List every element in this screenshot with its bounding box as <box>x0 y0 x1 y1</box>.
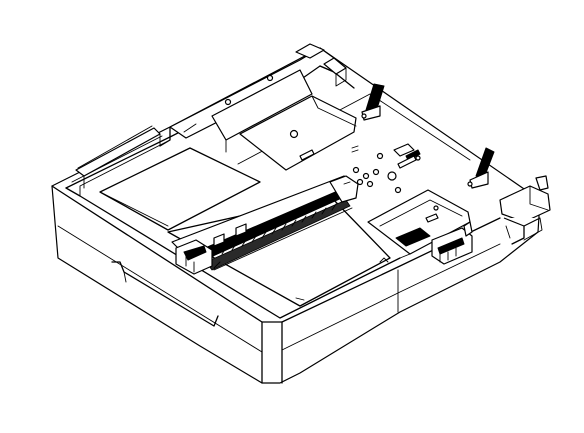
front-face-details <box>379 253 411 313</box>
back-wall <box>169 43 355 153</box>
right-rear-post <box>323 57 347 87</box>
right-stop-tab <box>467 147 495 189</box>
left-stop-tab <box>361 83 385 121</box>
front-paper-guide <box>171 175 359 275</box>
center-mechanism <box>337 143 421 197</box>
right-end-handle <box>499 175 551 245</box>
rear-paper-guide <box>239 95 359 171</box>
guide-hatching <box>211 203 337 259</box>
left-side-rail <box>75 125 171 189</box>
right-paper-guide <box>367 189 473 265</box>
